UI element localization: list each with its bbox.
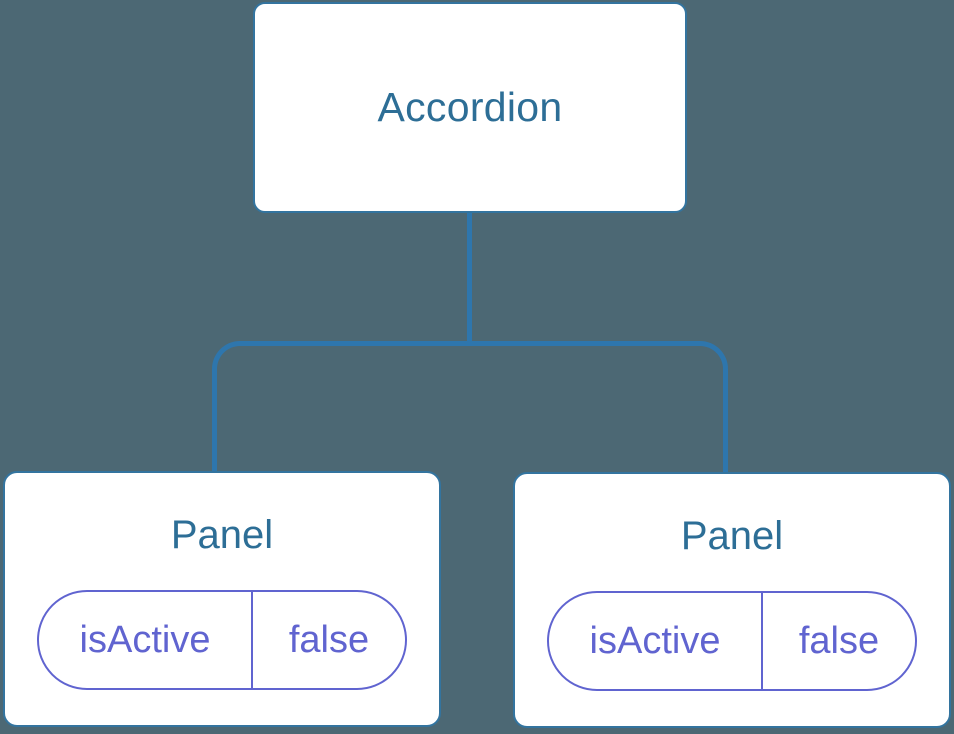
state-pill: isActive false [547,591,917,691]
state-pill: isActive false [37,590,407,690]
state-value-cell: false [288,618,370,661]
connector-stem [467,213,472,343]
panel-label: Panel [680,514,784,558]
state-value-cell: false [798,619,880,662]
state-key-cell: isActive [39,592,253,688]
accordion-label: Accordion [377,84,563,130]
connector-bracket [212,341,728,473]
panel-node-left: Panel isActive false [3,471,441,727]
panel-node-right: Panel isActive false [513,472,951,728]
panel-label: Panel [170,513,274,557]
accordion-node: Accordion [253,2,687,213]
state-key-cell: isActive [549,593,763,689]
